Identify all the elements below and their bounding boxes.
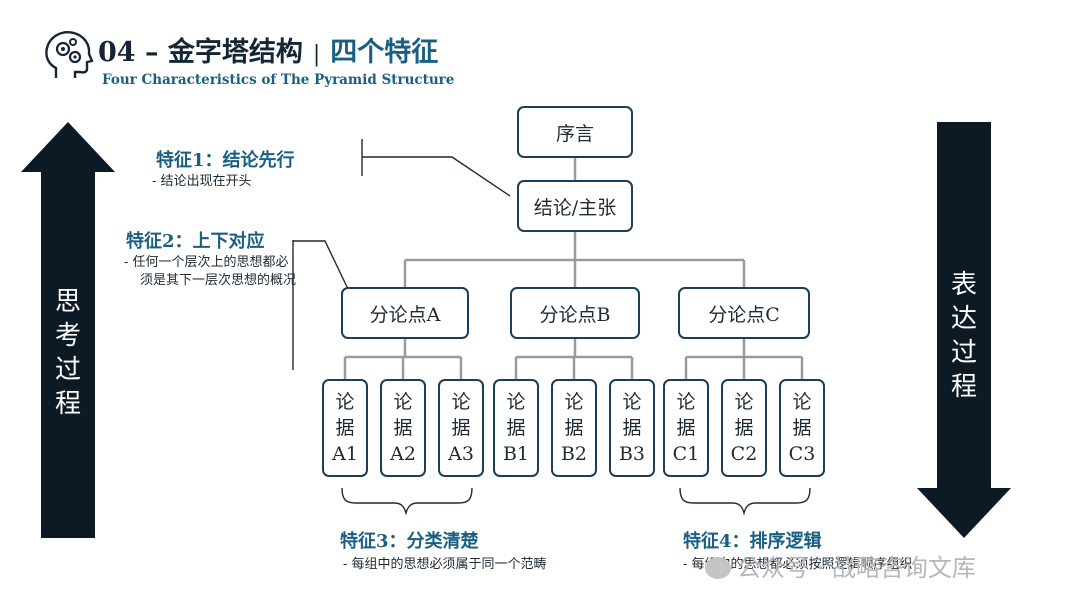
point-a-box: 分论点A [341,287,469,339]
feature2-pointer [293,240,349,290]
feature1-title: 特征1：结论先行 [156,150,295,171]
title-main: 04 – 金字塔结构 [98,37,303,68]
feature3-brace [341,487,473,516]
conclusion-box: 结论/主张 [517,180,633,232]
point-c-box: 分论点C [678,287,810,339]
title-separator: | [312,42,321,67]
watermark: 公众号 · 战略咨询文库 [705,548,976,583]
feature1-pointer [362,156,511,197]
point-b-box: 分论点B [510,287,640,339]
wechat-icon [705,557,731,579]
page-title: 04 – 金字塔结构 | 四个特征 [98,30,438,69]
title-accent: 四个特征 [330,37,439,68]
preface-box: 序言 [517,106,633,158]
page-subtitle: Four Characteristics of The Pyramid Stru… [102,72,455,88]
expression-process-label: 表达过程 [951,270,978,402]
feature4-brace [679,487,811,516]
head-gears-icon [45,31,94,78]
feature2-desc: - 任何一个层次上的思想都必须是其下一层次思想的概况 [124,255,297,288]
expression-process-arrow [917,122,1011,538]
thinking-process-arrow [21,122,115,538]
feature3-title: 特征3：分类清楚 [340,531,479,552]
feature1-desc: - 结论出现在开头 [152,174,252,189]
feature4-desc: - 每组中的思想都必须按照逻辑顺序组织 [683,557,913,572]
feature3-desc: - 每组中的思想必须属于同一个范畴 [343,557,547,572]
thinking-process-label: 思考过程 [55,287,82,419]
feature4-title: 特征4：排序逻辑 [683,531,822,552]
feature2-title: 特征2：上下对应 [126,231,265,252]
